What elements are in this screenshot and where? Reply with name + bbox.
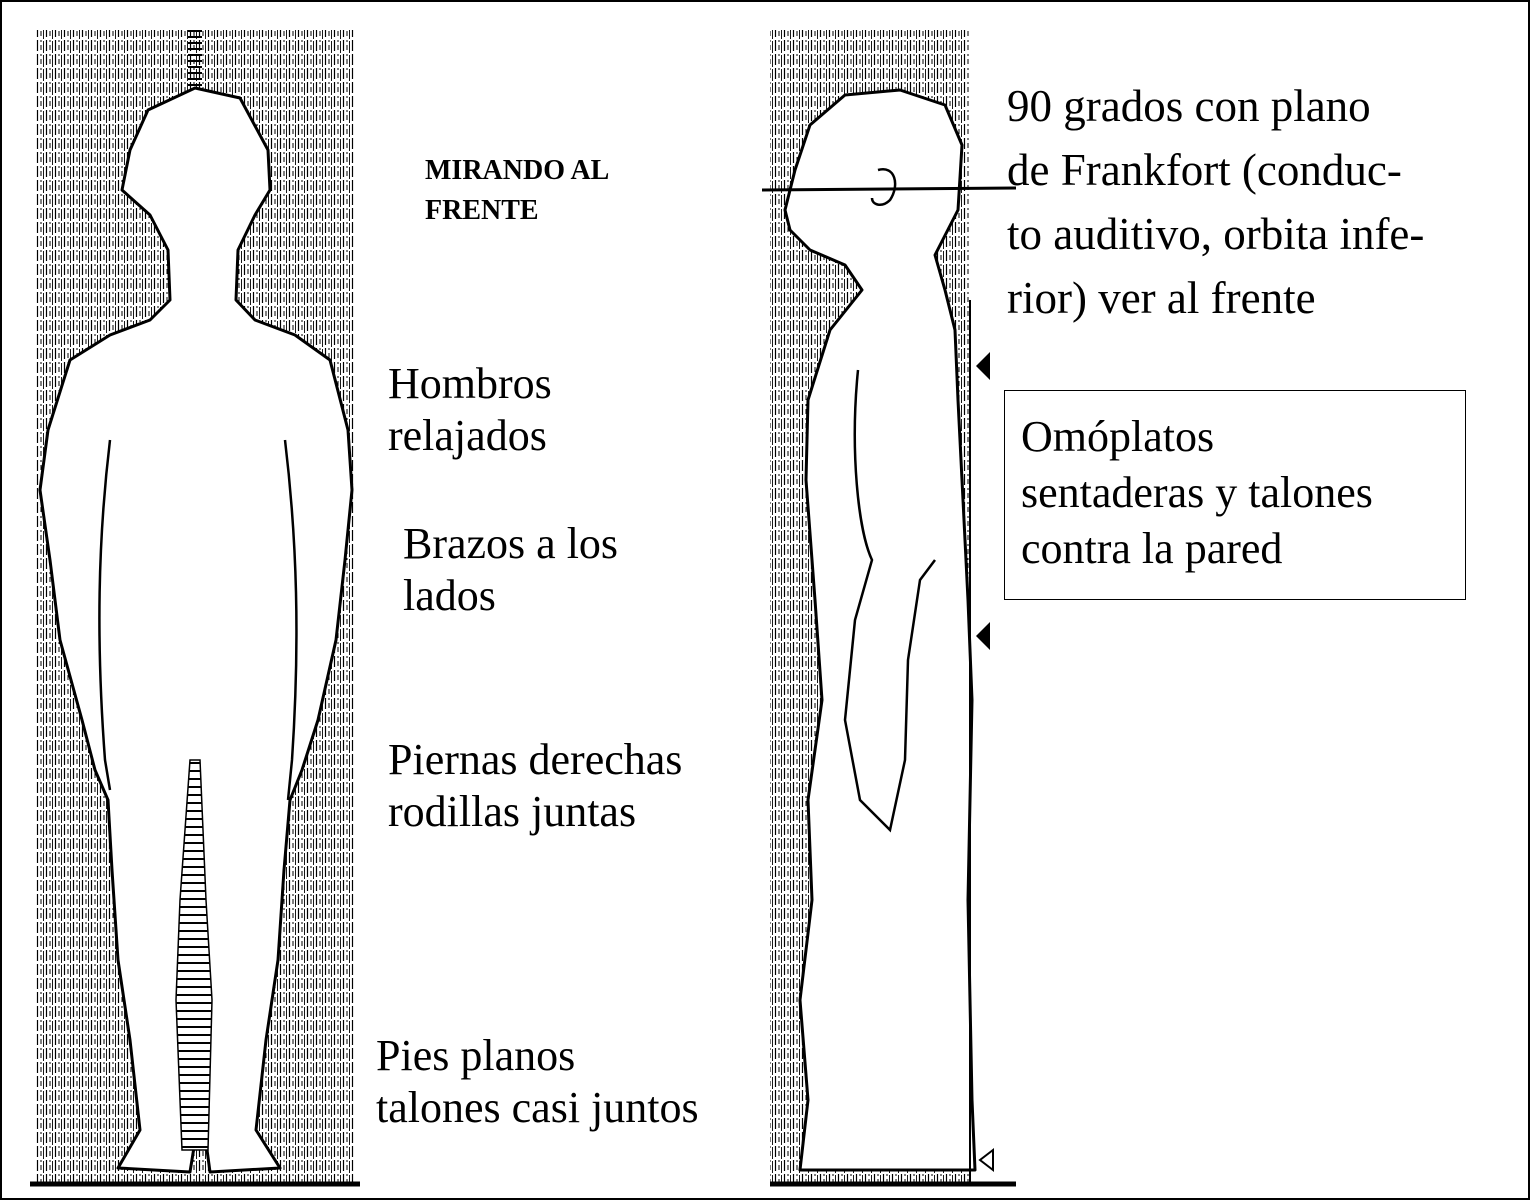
front-leg-gap-hatching [175,759,213,1151]
feet-label: Pies planos talones casi juntos [376,1031,699,1132]
looking-ahead-label: MIRANDO AL FRENTE [425,155,610,226]
front-body-silhouette [38,86,354,1174]
side-ear [870,167,897,206]
arms-label: Brazos a los lados [403,519,619,620]
side-view-figure [761,30,1017,1182]
shoulder-blades-callout: Omóplatos sentaderas y talones contra la… [1004,390,1466,600]
side-body-silhouette [783,88,977,1172]
shoulder-contact-marker [976,352,990,380]
side-arm-outline [843,369,936,833]
legs-label: Piernas derechas rodillas juntas [388,735,683,836]
front-right-arm-line [283,439,298,801]
frankfort-plane-label: 90 grados con plano de Frankfort (conduc… [1007,81,1425,323]
heel-contact-marker [978,1147,994,1173]
front-view-figure [36,30,354,1182]
frankfort-plane-line [761,186,1017,192]
buttocks-contact-marker [976,622,990,650]
shoulders-label: Hombros relajados [388,359,552,460]
front-left-arm-line [98,439,112,791]
